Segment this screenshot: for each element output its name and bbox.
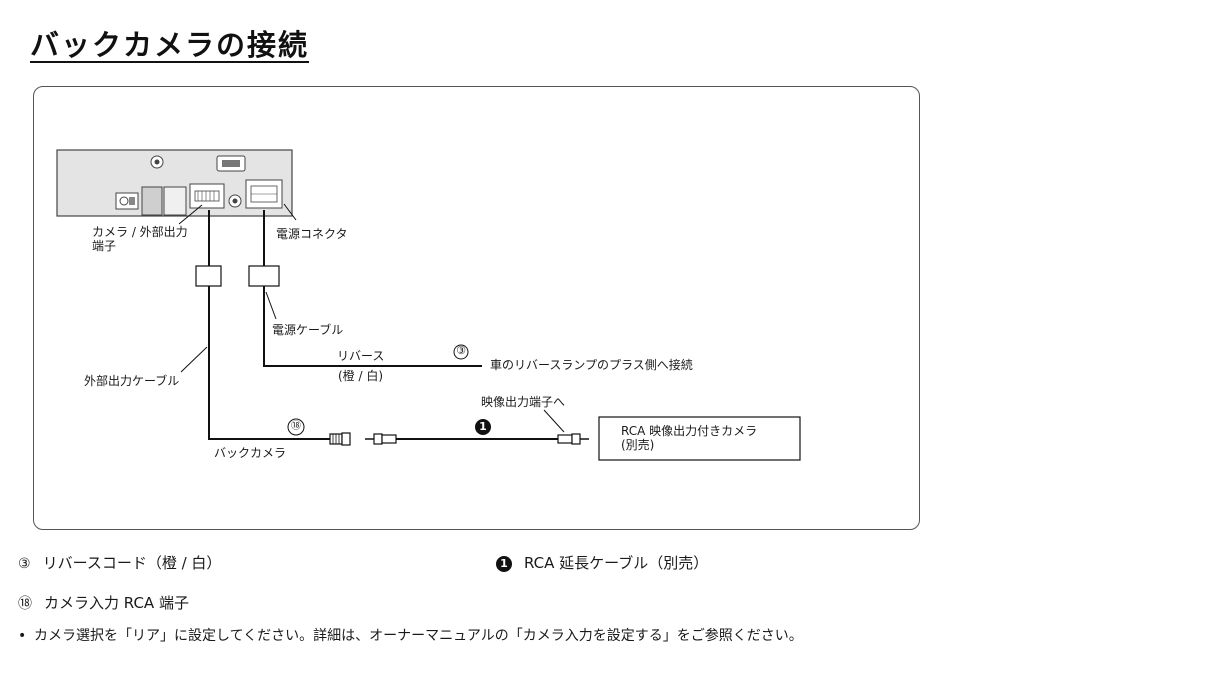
label-ext-output-cable: 外部出力ケーブル — [84, 374, 180, 388]
head-unit — [56, 149, 293, 217]
label-reverse: リバース — [337, 349, 385, 363]
legend-item-rca-extension: 1 RCA 延長ケーブル（別売） — [496, 554, 708, 572]
callout-18-circle — [287, 418, 305, 436]
callout-18: ⑱ — [291, 421, 301, 432]
power-cable-connector-icon — [248, 265, 280, 287]
note: • カメラ選択を「リア」に設定してください。詳細は、オーナーマニュアルの「カメラ入… — [18, 628, 803, 645]
legend-num: 1 — [496, 556, 512, 572]
power-cable — [248, 210, 482, 367]
camera-terminal-icon — [189, 183, 225, 209]
label-power-cable: 電源ケーブル — [272, 323, 344, 337]
label-camera-terminal: カメラ / 外部出力 端子 — [92, 225, 188, 253]
legend-text: カメラ入力 RCA 端子 — [44, 594, 189, 612]
callout-3: ③ — [456, 344, 466, 357]
ext-output-cable — [195, 210, 330, 440]
callout-1: 1 — [479, 420, 487, 433]
label-power-connector: 電源コネクタ — [276, 227, 348, 241]
legend-item-reverse-cord: ③ リバースコード（橙 / 白） — [18, 554, 221, 573]
label-reverse-color: (橙 / 白) — [338, 369, 384, 383]
note-text: カメラ選択を「リア」に設定してください。詳細は、オーナーマニュアルの「カメラ入力… — [34, 628, 803, 644]
block-port-icon — [141, 186, 163, 216]
legend-text: リバースコード（橙 / 白） — [42, 554, 222, 572]
legend-num: ⑱ — [18, 596, 32, 612]
label-back-camera: バックカメラ — [214, 446, 287, 460]
wiring-diagram-svg — [56, 149, 801, 461]
wiring-diagram: ③ ⑱ 1 カメラ / 外部出力 端子 電源コネクタ 電源ケーブル リバース (… — [33, 86, 920, 530]
legend-num: ③ — [18, 556, 31, 572]
page-title: バックカメラの接続 — [30, 28, 310, 62]
label-rca-camera: RCA 映像出力付きカメラ (別売) — [621, 424, 758, 452]
rca-camera-box — [598, 416, 801, 461]
rca-extension-cable — [365, 433, 589, 445]
callout-3-circle — [453, 344, 469, 360]
legend-item-camera-input: ⑱ カメラ入力 RCA 端子 — [18, 594, 189, 613]
legend-text: RCA 延長ケーブル（別売） — [524, 554, 709, 572]
rca-jack-18-icon — [329, 432, 351, 446]
ext-cable-connector-icon — [195, 265, 222, 287]
label-reverse-lamp: 車のリバースランプのプラス側へ接続 — [490, 358, 693, 372]
label-to-video-output: 映像出力端子へ — [481, 395, 566, 409]
callout-1-circle — [475, 419, 491, 435]
bullet-icon: • — [18, 628, 27, 644]
